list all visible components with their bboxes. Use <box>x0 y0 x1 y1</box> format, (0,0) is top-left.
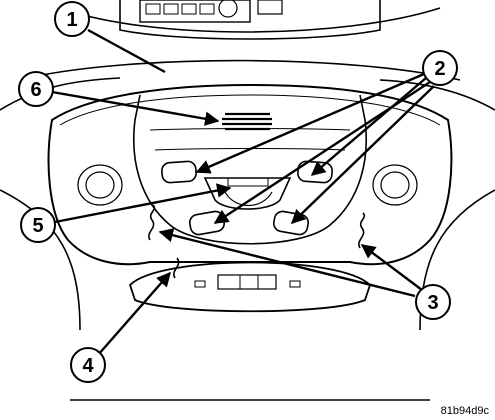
map-lamp-switches <box>161 160 333 236</box>
callout-3: 3 <box>415 284 451 320</box>
figure-id-label: 81b94d9c <box>440 405 489 417</box>
callout-6-number: 6 <box>30 79 41 101</box>
top-trim-panel <box>119 0 381 40</box>
leader-lines <box>51 28 435 356</box>
headliner <box>0 7 495 401</box>
callout-3-number: 3 <box>427 292 438 314</box>
speaker-grille <box>222 112 272 131</box>
side-dome-lamps <box>77 164 418 206</box>
callout-1-number: 1 <box>66 9 77 31</box>
callout-4-number: 4 <box>82 355 94 377</box>
callout-5-number: 5 <box>32 215 43 237</box>
callout-6: 6 <box>18 71 54 107</box>
lower-trim-panel <box>128 261 372 313</box>
callout-5: 5 <box>20 207 56 243</box>
callout-2-number: 2 <box>434 58 445 80</box>
retaining-clip-marks <box>148 204 366 279</box>
callout-2: 2 <box>422 50 458 86</box>
callout-4: 4 <box>70 347 106 383</box>
callout-1: 1 <box>54 1 90 37</box>
